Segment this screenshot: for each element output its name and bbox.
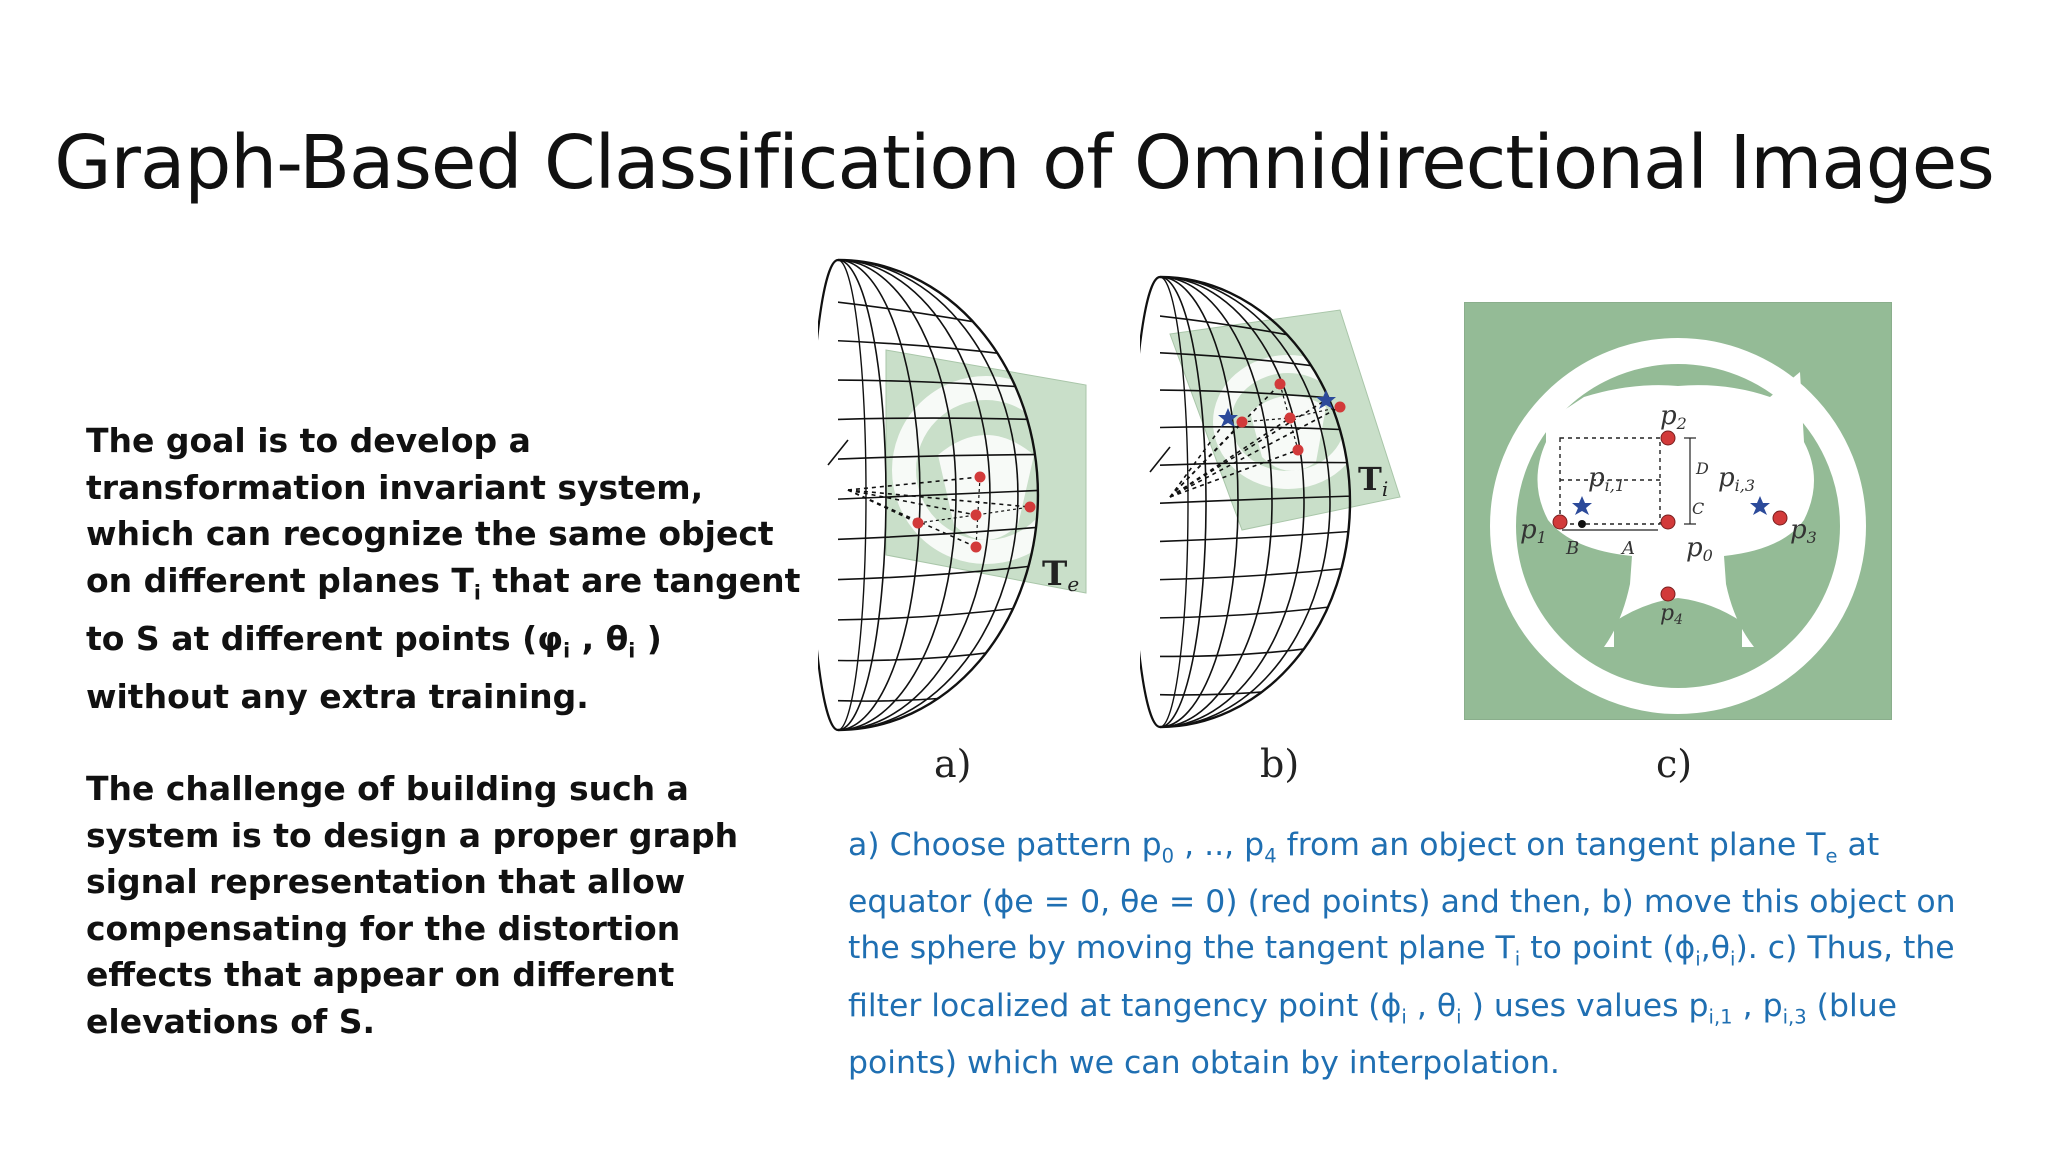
figure-a-label: a) [934,742,972,786]
dim-d: D [1695,459,1709,478]
figure-b-sphere: Ti [1140,275,1401,729]
red-point [970,541,982,553]
red-point-p2 [1660,430,1676,446]
label-p0: p0 [1686,533,1713,565]
red-point-p3 [1772,510,1788,526]
red-point-p0 [1660,514,1676,530]
label-pi1: pi,1 [1588,463,1625,495]
plane-label-te: Te [1042,554,1079,596]
figure-caption: a) Choose pattern p0 , .., p4 from an ob… [848,827,1956,1081]
left-text-block: The goal is to develop a transformation … [86,418,806,1091]
red-point [1292,444,1304,456]
cat-silhouette [1537,372,1814,647]
figure-c-pattern: p2 pi,1 pi,3 p1 p0 p3 p4 A B C D [1464,302,1892,720]
label-p3: p3 [1790,515,1817,547]
label-pi3: pi,3 [1718,463,1755,495]
red-point [1024,501,1036,513]
dim-a: A [1620,538,1635,559]
white-ring [1490,338,1866,714]
label-p4: p4 [1660,601,1683,628]
blue-star-icon [1218,408,1238,427]
figure-b-label: b) [1260,742,1300,786]
goal-paragraph: The goal is to develop a transformation … [86,421,801,716]
blue-star-icon [1750,496,1770,515]
red-point-p4 [1660,586,1676,602]
red-point [970,509,982,521]
label-p2: p2 [1660,401,1687,433]
red-point [1284,412,1296,424]
red-point [1334,401,1346,413]
figure-c-label: c) [1656,742,1693,786]
plane-label-ti: Ti [1358,460,1388,501]
figure-a-sphere: Te [818,258,1087,732]
red-point-p1 [1552,514,1568,530]
challenge-paragraph: The challenge of building such a system … [86,769,739,1041]
red-point [974,471,986,483]
dim-b: B [1565,538,1579,559]
red-point [912,517,924,529]
red-point [1236,416,1248,428]
label-p1: p1 [1520,515,1547,547]
red-point [1274,378,1286,390]
slide-title: Graph-Based Classification of Omnidirect… [54,120,1995,206]
blue-star-icon [1316,390,1336,409]
dim-c: C [1692,499,1704,518]
blue-star-icon [1572,496,1592,515]
